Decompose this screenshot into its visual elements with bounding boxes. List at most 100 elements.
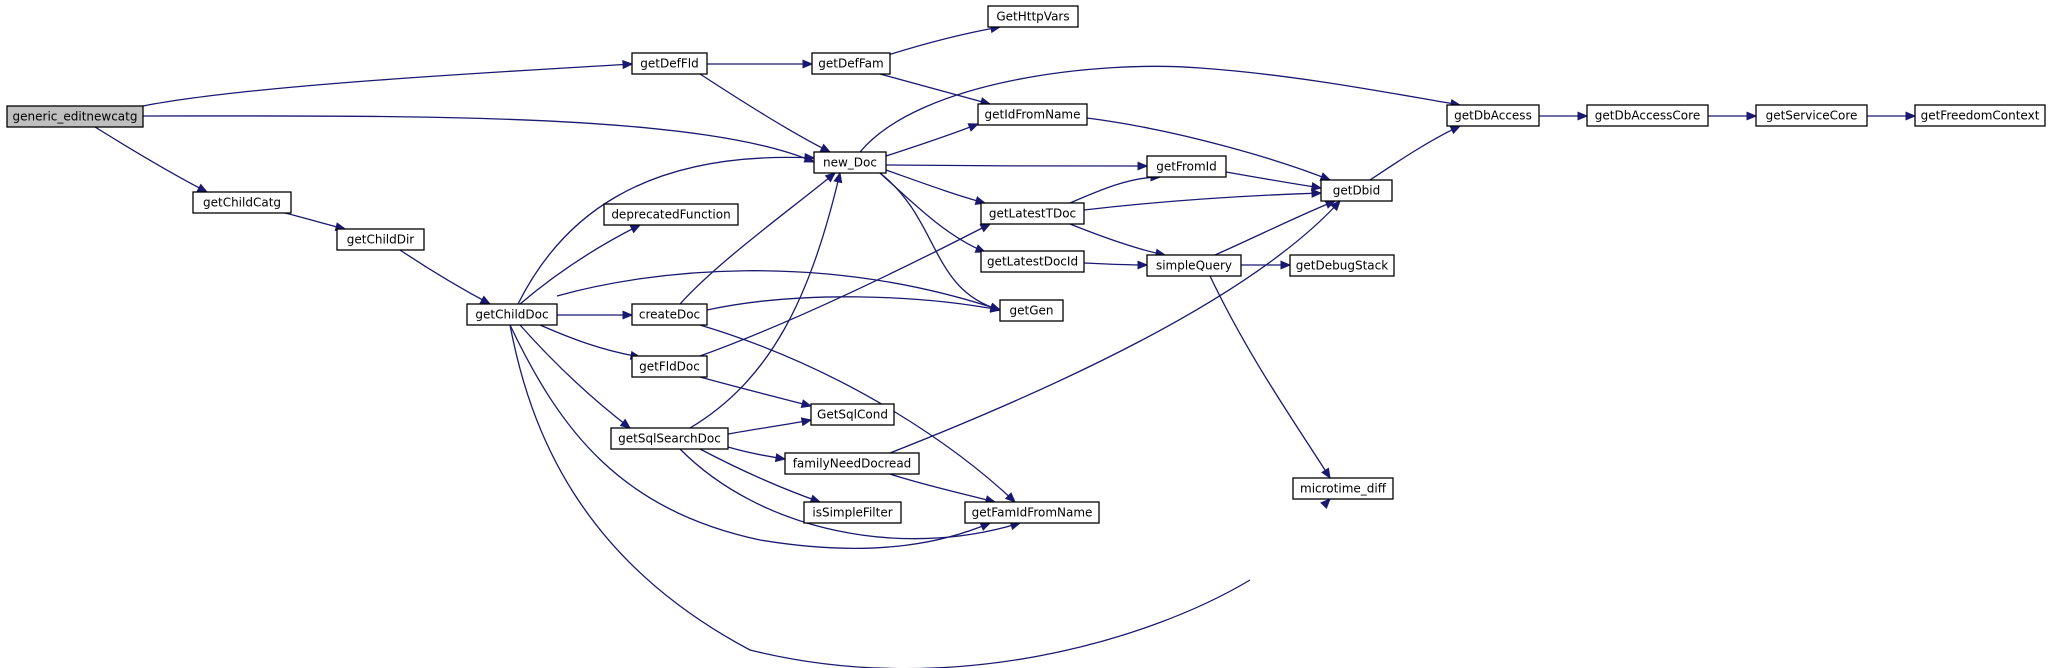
edge-line	[539, 324, 641, 358]
node-getLatestTDoc[interactable]: getLatestTDoc	[980, 202, 1085, 225]
node-box	[1292, 477, 1394, 500]
node-label: getDbid	[1333, 184, 1381, 198]
edge-getDbAccess-to-getDbAccessCore	[1538, 111, 1589, 121]
node-box	[1289, 254, 1395, 277]
edge-line	[885, 123, 979, 157]
node-box	[999, 299, 1064, 322]
edge-getChildDoc-to-getSqlSearchDoc	[519, 324, 632, 429]
node-label: microtime_diff	[1300, 482, 1387, 496]
edge-getSqlSearchDoc-to-GetSqlCond	[727, 417, 813, 435]
edge-familyNeedDocread-to-getDbid	[889, 200, 1341, 454]
edge-simpleQuery-to-getDbid	[1214, 200, 1337, 256]
node-simpleQuery[interactable]: simpleQuery	[1146, 254, 1242, 277]
edge-getDefFld-to-getDefFam	[707, 59, 814, 69]
node-getSqlSearchDoc[interactable]: getSqlSearchDoc	[610, 427, 729, 450]
node-createDoc[interactable]: createDoc	[631, 303, 708, 326]
edge-arrowhead	[479, 295, 492, 305]
node-label: simpleQuery	[1156, 259, 1232, 273]
node-getLatestDocId[interactable]: getLatestDocId	[980, 250, 1085, 273]
edge-arrowhead	[619, 418, 632, 429]
node-isSimpleFilter[interactable]: isSimpleFilter	[803, 501, 902, 524]
node-generic_editnewcatg[interactable]: generic_editnewcatg	[6, 105, 144, 128]
node-getIdFromName[interactable]: getIdFromName	[977, 103, 1088, 126]
node-getDbAccessCore[interactable]: getDbAccessCore	[1586, 104, 1709, 127]
edge-line	[727, 419, 812, 435]
node-box	[192, 191, 292, 214]
edge-getChildCatg-to-getChildDir	[284, 212, 347, 232]
edge-simpleQuery-to-microtime_diff	[1209, 275, 1331, 480]
edge-line	[1069, 176, 1161, 204]
node-getServiceCore[interactable]: getServiceCore	[1755, 104, 1868, 127]
node-box	[803, 501, 902, 524]
node-getFreedomContext[interactable]: getFreedomContext	[1914, 104, 2046, 127]
edge-line	[885, 169, 986, 204]
node-getChildDoc[interactable]: getChildDoc	[466, 303, 558, 326]
edge-arrowhead	[622, 310, 634, 320]
edge-line	[509, 324, 1251, 668]
edge-line	[1369, 125, 1461, 181]
node-microtime_diff[interactable]: microtime_diff	[1292, 477, 1394, 500]
node-box	[631, 52, 708, 75]
node-GetSqlCond[interactable]: GetSqlCond	[810, 403, 895, 426]
node-getFldDoc[interactable]: getFldDoc	[631, 355, 708, 378]
node-deprecatedFunction[interactable]: deprecatedFunction	[603, 203, 739, 226]
edge-line	[699, 448, 821, 503]
node-GetHttpVars[interactable]: GetHttpVars	[987, 5, 1079, 28]
edge-getDbid-to-getDbAccess	[1369, 125, 1462, 181]
node-getChildCatg[interactable]: getChildCatg	[192, 191, 292, 214]
edge-getIdFromName-to-getDbid	[1086, 117, 1332, 181]
node-label: getServiceCore	[1766, 109, 1858, 123]
node-box	[987, 5, 1079, 28]
node-label: getDebugStack	[1296, 259, 1388, 273]
edge-line	[1225, 171, 1322, 189]
node-box	[603, 203, 739, 226]
edge-getChildDoc-to-createDoc	[557, 310, 634, 320]
node-getFromId[interactable]: getFromId	[1146, 155, 1227, 178]
edge-getChildDoc-to-microtime_diff	[509, 324, 1331, 668]
node-getGen[interactable]: getGen	[999, 299, 1064, 322]
edge-line	[1214, 200, 1336, 256]
edges-layer	[94, 24, 1917, 668]
edge-arrowhead	[804, 153, 816, 163]
node-getFamIdFromName[interactable]: getFamIdFromName	[964, 501, 1100, 524]
node-getDebugStack[interactable]: getDebugStack	[1289, 254, 1395, 277]
edge-getLatestTDoc-to-getFromId	[1069, 172, 1162, 204]
node-getDbAccess[interactable]: getDbAccess	[1446, 104, 1540, 127]
node-box	[466, 303, 558, 326]
edge-line	[142, 63, 633, 107]
edge-generic_editnewcatg-to-new_Doc	[142, 115, 816, 163]
edge-line	[689, 172, 841, 429]
edge-getDbAccessCore-to-getServiceCore	[1707, 111, 1758, 121]
node-label: getIdFromName	[985, 108, 1081, 122]
node-getChildDir[interactable]: getChildDir	[336, 228, 425, 251]
node-box	[811, 52, 891, 75]
node-label: GetHttpVars	[996, 10, 1069, 24]
node-getDefFld[interactable]: getDefFld	[631, 52, 708, 75]
node-getDbid[interactable]: getDbid	[1320, 179, 1393, 202]
edge-arrowhead	[824, 172, 836, 183]
edge-arrowhead	[979, 522, 992, 531]
node-new_Doc[interactable]: new_Doc	[813, 151, 887, 174]
edge-line	[679, 172, 836, 305]
node-familyNeedDocread[interactable]: familyNeedDocread	[784, 452, 920, 475]
node-getDefFam[interactable]: getDefFam	[811, 52, 891, 75]
edge-arrowhead	[802, 59, 814, 69]
edge-line	[142, 115, 815, 163]
edge-arrowhead	[833, 171, 843, 184]
edge-arrowhead	[800, 417, 813, 427]
node-label: getLatestDocId	[987, 255, 1078, 269]
node-label: getFamIdFromName	[972, 506, 1093, 520]
edge-line	[889, 200, 1341, 454]
edge-arrowhead	[1004, 492, 1016, 503]
edge-arrowhead	[1449, 125, 1462, 135]
edge-line	[399, 249, 491, 305]
edge-getChildDoc-to-getGen	[556, 270, 1002, 312]
edge-new_Doc-to-getIdFromName	[885, 123, 980, 157]
edge-arrowhead	[1577, 111, 1589, 121]
edge-arrowhead	[819, 143, 832, 153]
edge-new_Doc-to-getGen	[879, 172, 1002, 312]
edge-getChildDoc-to-new_Doc	[517, 153, 816, 305]
edge-generic_editnewcatg-to-getChildCatg	[94, 126, 209, 193]
node-label: getDefFam	[818, 57, 883, 71]
